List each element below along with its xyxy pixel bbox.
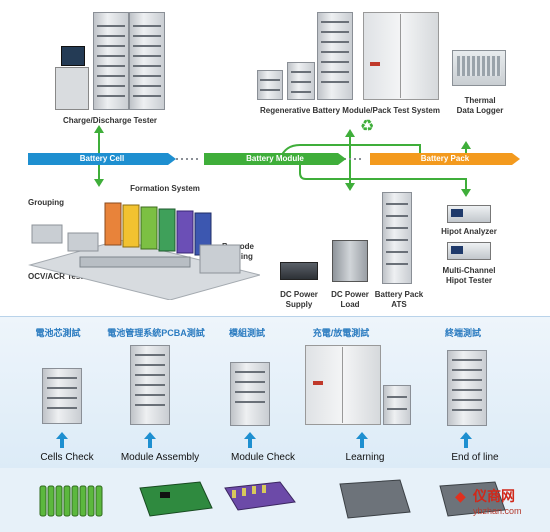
stage-label-cjk-3: 模組測試: [228, 328, 265, 338]
dc-power-supply-label-2: Supply: [285, 300, 313, 309]
dc-power-supply-label-1: DC Power: [280, 290, 318, 299]
flow-battery-module: Battery Module: [246, 154, 304, 163]
flow-arrows: [28, 125, 520, 197]
regenerative-test-system-label: Regenerative Battery Module/Pack Test Sy…: [260, 106, 440, 115]
stage-label-learning: Learning: [345, 452, 385, 463]
stage-label-cjk-4: 充電/放電測試: [312, 328, 370, 338]
learning-equipment-image: [305, 345, 413, 427]
stage-label-module-check: Module Check: [231, 452, 295, 463]
grouping-label: Grouping: [28, 198, 64, 207]
watermark-logo: ◆ 仪商网 ybzhan.com: [455, 488, 522, 516]
hipot-analyzer-label: Hipot Analyzer: [441, 227, 497, 236]
formation-system-label: Formation System: [130, 184, 200, 193]
stage-up-arrows: [56, 432, 472, 448]
recycle-icon: ♻: [360, 118, 375, 135]
stage-label-module-assembly: Module Assembly: [120, 452, 200, 463]
multi-channel-hipot-label-1: Multi-Channel: [442, 266, 496, 275]
flow-battery-pack: Battery Pack: [420, 154, 470, 163]
dc-power-load-image: [332, 240, 368, 282]
charge-discharge-tester-label: Charge/Discharge Tester: [62, 116, 158, 125]
cells-check-equipment-image: [42, 368, 82, 424]
battery-pack-ats-image: [382, 192, 412, 284]
watermark-url-text: ybzhan.com: [473, 506, 522, 516]
battery-pack-ats-label-2: ATS: [391, 300, 407, 309]
watermark-main-text: 仪商网: [473, 488, 515, 504]
dc-power-load-label-2: Load: [340, 300, 360, 309]
formation-line-image: [28, 202, 260, 300]
regenerative-test-system-image: [255, 12, 445, 104]
module-check-equipment-image: [230, 362, 270, 426]
dc-power-load-label-1: DC Power: [331, 290, 369, 299]
stage-label-cjk-1: 電池芯測試: [35, 328, 81, 338]
module-assembly-equipment-image: [130, 345, 170, 425]
dc-power-supply-image: [280, 262, 318, 280]
bottom-battery-images: [0, 468, 550, 532]
multi-channel-hipot-label-2: Hipot Tester: [445, 276, 493, 285]
thermal-data-logger-label-2: Data Logger: [456, 106, 504, 115]
stage-label-cjk-2: 電池管理系統PCBA測試: [107, 328, 205, 338]
flow-battery-cell: Battery Cell: [79, 154, 125, 163]
end-of-line-equipment-image: [447, 350, 487, 426]
stage-label-cells-check: Cells Check: [40, 452, 94, 463]
ocv-acr-label: OCV/ACR Test: [28, 272, 83, 281]
stage-label-end-of-line: End of line: [451, 452, 499, 463]
stage-label-cjk-5: 終端測試: [444, 328, 481, 338]
battery-pack-ats-label-1: Battery Pack: [374, 290, 424, 299]
charge-discharge-tester-image: [55, 12, 165, 112]
thermal-data-logger-label-1: Thermal: [464, 96, 496, 105]
